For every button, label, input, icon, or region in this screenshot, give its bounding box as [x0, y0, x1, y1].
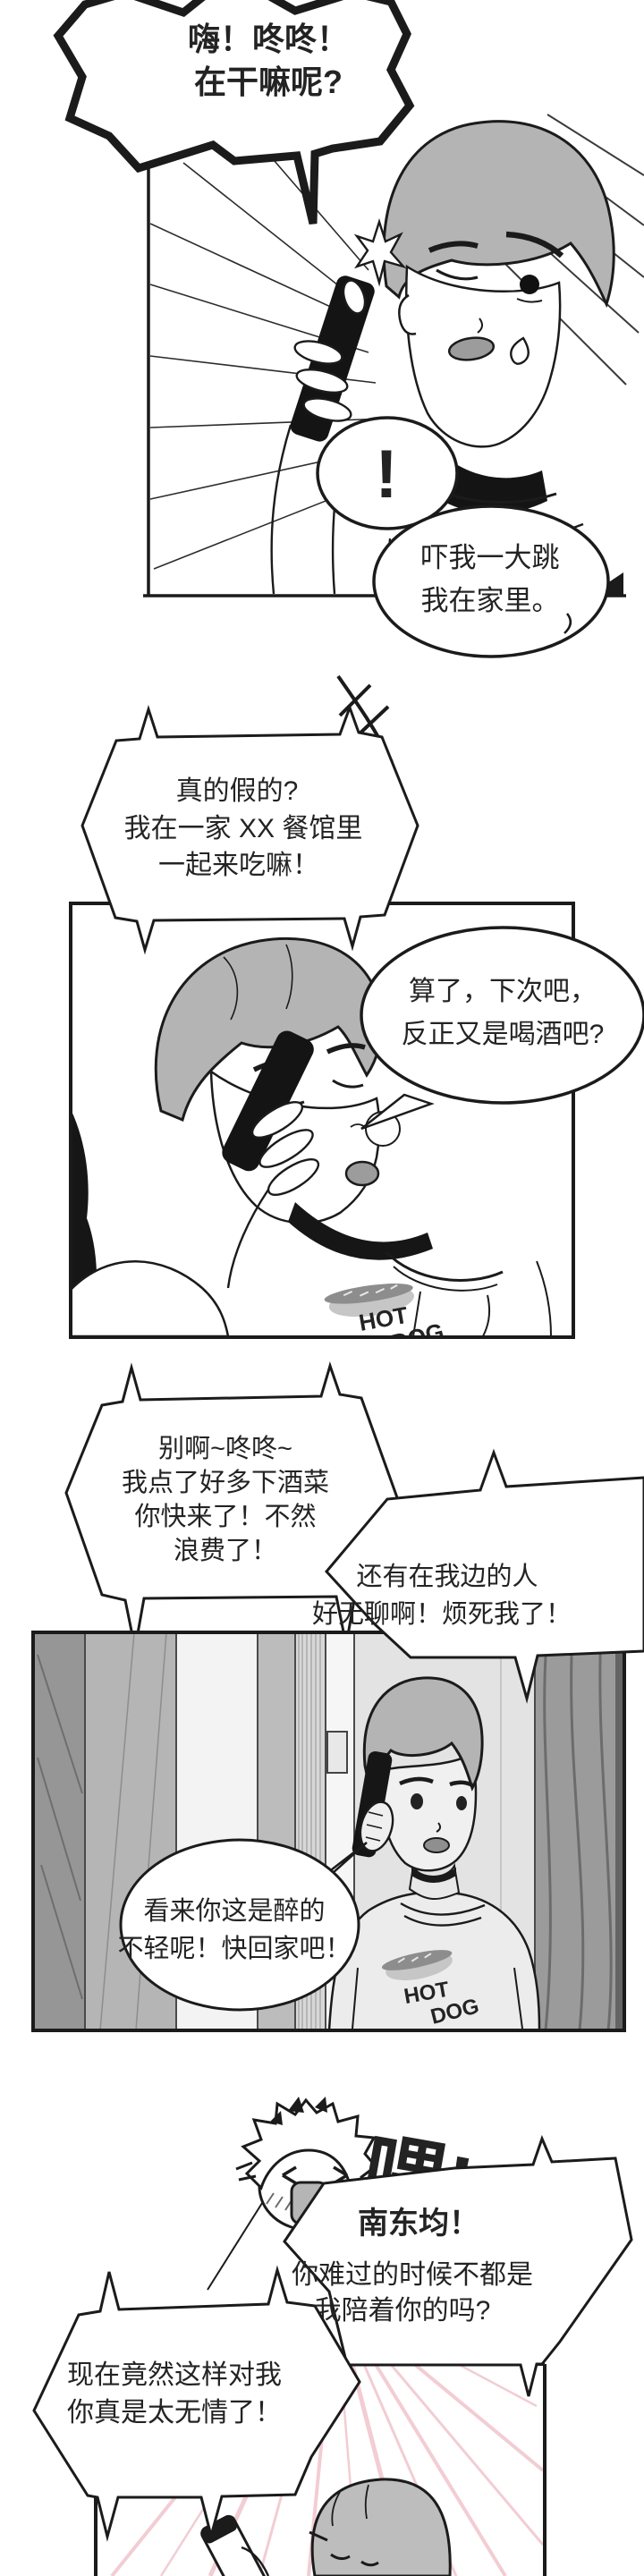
- sweat-drop: [510, 336, 530, 365]
- light-switch: [326, 1731, 348, 1774]
- closed-eye: [332, 1079, 364, 1089]
- hair-tufts: [270, 2097, 327, 2125]
- hotdog-print: [324, 1284, 415, 1318]
- thumb: [342, 279, 367, 315]
- man-3: HOT DOG: [327, 1676, 541, 2030]
- shout-line-1: 嗨！咚咚！: [188, 21, 349, 57]
- collar: [385, 1250, 504, 1282]
- shout-line-2: 在干嘛呢?: [194, 64, 343, 100]
- brow: [326, 1043, 366, 1055]
- finger: [293, 340, 343, 365]
- eye: [456, 1796, 467, 1810]
- brow: [399, 1776, 434, 1786]
- speech-bubble-next-time: 算了，下次吧， 反正又是喝酒吧?: [360, 926, 644, 1131]
- next-time-line-1: 算了，下次吧，: [409, 977, 597, 1006]
- finger: [267, 1158, 320, 1196]
- chibi-arm: [241, 2546, 270, 2576]
- wrist: [226, 1189, 269, 1289]
- curl-mark: [564, 613, 572, 634]
- restaurant-line-2: 我在一家 XX 餐馆里: [124, 814, 363, 843]
- namdong-line-3: 我陪着你的吗?: [315, 2296, 491, 2326]
- spark-icon: [353, 218, 407, 287]
- phone-bubble-bored: 还有在我边的人 好无聊啊！烦死我了！: [312, 1448, 644, 1704]
- panel-2: HOT DOG: [69, 902, 575, 1339]
- exclaim-text: !: [375, 436, 397, 513]
- eye: [411, 1793, 423, 1809]
- phone-bubble-dont-go: 别啊~咚咚~ 我点了好多下酒菜 你快来了！不然 浪费了！: [64, 1361, 404, 1649]
- fine-stripes: [298, 1632, 321, 2030]
- chibi-hair: [310, 2478, 452, 2576]
- phone-bubble-restaurant: 真的假的? 我在一家 XX 餐馆里 一起来吃嘛！: [80, 703, 419, 955]
- open-mouth: [344, 1160, 380, 1187]
- heartless-line-1: 现在竟然这样对我: [67, 2360, 282, 2390]
- open-eye: [520, 275, 539, 294]
- dont-go-line-1: 别啊~咚咚~: [158, 1434, 292, 1463]
- speed-lines: [149, 153, 394, 570]
- bored-line-1: 还有在我边的人: [356, 1562, 538, 1591]
- exclaim-bubble: !: [316, 416, 459, 530]
- restaurant-line-1: 真的假的?: [176, 776, 299, 806]
- finger: [295, 369, 349, 394]
- hair: [382, 120, 615, 309]
- shirt-folds: [412, 1260, 552, 1337]
- drunk-line-1: 看来你这是醉的: [143, 1896, 325, 1926]
- brow-right: [505, 231, 564, 258]
- panel-2-art: HOT DOG: [71, 936, 552, 1337]
- finger: [302, 397, 352, 422]
- squeezed-eyes: [282, 2165, 348, 2185]
- phone-bubble-namdong: 南东均！ 你难过的时候不都是 我陪着你的吗?: [283, 2134, 633, 2397]
- next-time-line-2: 反正又是喝酒吧?: [402, 1020, 605, 1049]
- nose: [477, 318, 483, 334]
- restaurant-line-3: 一起来吃嘛！: [158, 851, 319, 880]
- namdong-line-1: 南东均！: [358, 2206, 479, 2241]
- hair: [362, 1676, 484, 1792]
- man-1: [270, 120, 615, 596]
- finger: [250, 1101, 304, 1139]
- heartless-line-2: 你真是太无情了！: [67, 2398, 282, 2428]
- couch-arm: [71, 1260, 230, 1337]
- chibi-annoyed: [200, 2478, 452, 2576]
- bored-line-2: 好无聊啊！烦死我了！: [312, 1599, 572, 1629]
- neck-shadow: [288, 1202, 433, 1260]
- ear: [398, 293, 417, 335]
- brow: [449, 1780, 474, 1788]
- brow-left: [428, 241, 479, 253]
- speech-bubble-drunk: 看来你这是醉的 不轻呢！快回家吧！: [117, 1838, 368, 2012]
- panel-3-border: [31, 1631, 626, 2032]
- home-bubble: 吓我一大跳 我在家里。: [372, 504, 610, 658]
- open-mouth: [447, 336, 496, 361]
- phone: [222, 1030, 314, 1172]
- nose: [436, 1822, 442, 1833]
- collar: [400, 1902, 486, 1927]
- dont-go-line-3: 你快来了！不然: [134, 1502, 316, 1531]
- shake-dashes: [235, 2161, 257, 2182]
- hotdog-print: [381, 1950, 453, 1980]
- shout-bubble: 嗨！咚咚！ 在干嘛呢?: [53, 0, 415, 225]
- bubble-tail: [360, 1093, 435, 1131]
- forearm: [270, 424, 292, 595]
- home-line-1: 吓我一大跳: [421, 542, 560, 573]
- finger: [258, 1129, 314, 1168]
- namdong-line-2: 你难过的时候不都是: [292, 2260, 533, 2290]
- speed-line: [207, 2192, 269, 2291]
- phone-bubble-heartless: 现在竟然这样对我 你真是太无情了！: [32, 2265, 361, 2542]
- wink-eye: [436, 268, 479, 281]
- chibi-closed-eyes: [309, 2530, 379, 2567]
- dont-go-line-4: 浪费了！: [174, 1536, 277, 1565]
- smile-mouth: [423, 1837, 450, 1853]
- panel-1: ! 嗨！咚咚！ 在干嘛呢? ! 吓我一大跳 我在家里。: [53, 0, 644, 658]
- home-line-2: 我在家里。: [421, 585, 560, 616]
- drunk-line-2: 不轻呢！快回家吧！: [117, 1934, 351, 1963]
- neck-shadow: [411, 1868, 456, 1883]
- dont-go-line-2: 我点了好多下酒菜: [122, 1468, 329, 1497]
